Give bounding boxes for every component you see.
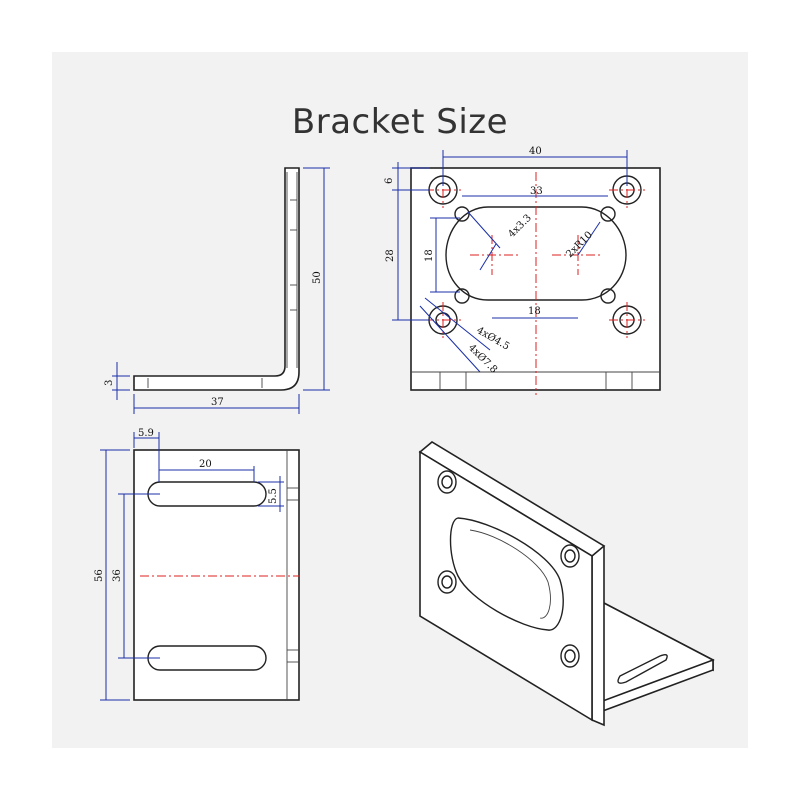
dim-front-height: 28 bbox=[385, 249, 396, 262]
bottom-view: 5.9 20 5.5 56 36 bbox=[94, 428, 300, 701]
dim-side-length: 37 bbox=[211, 397, 224, 408]
dim-front-slot-width: 33 bbox=[530, 186, 543, 197]
page-title: Bracket Size bbox=[291, 102, 509, 142]
dim-bottom-slot-w: 5.5 bbox=[268, 488, 279, 504]
dim-front-edge: 6 bbox=[384, 178, 395, 184]
dim-front-slot-height: 18 bbox=[424, 249, 435, 262]
isometric-view bbox=[418, 441, 715, 727]
dim-bottom-spacing: 36 bbox=[112, 569, 123, 582]
dim-side-height: 50 bbox=[312, 271, 323, 284]
front-view: 40 6 28 18 33 18 4x3.3 2xR10 4xØ4.5 4xØ7… bbox=[384, 146, 661, 395]
side-view: 50 3 37 bbox=[104, 167, 330, 414]
dim-bottom-edge: 5.9 bbox=[138, 428, 154, 439]
dim-bottom-height: 56 bbox=[94, 569, 105, 582]
dim-side-thickness: 3 bbox=[104, 380, 115, 386]
dim-front-width: 40 bbox=[529, 146, 542, 157]
dim-bottom-slot-len: 20 bbox=[199, 459, 212, 470]
dim-front-bottom-span: 18 bbox=[528, 306, 541, 317]
